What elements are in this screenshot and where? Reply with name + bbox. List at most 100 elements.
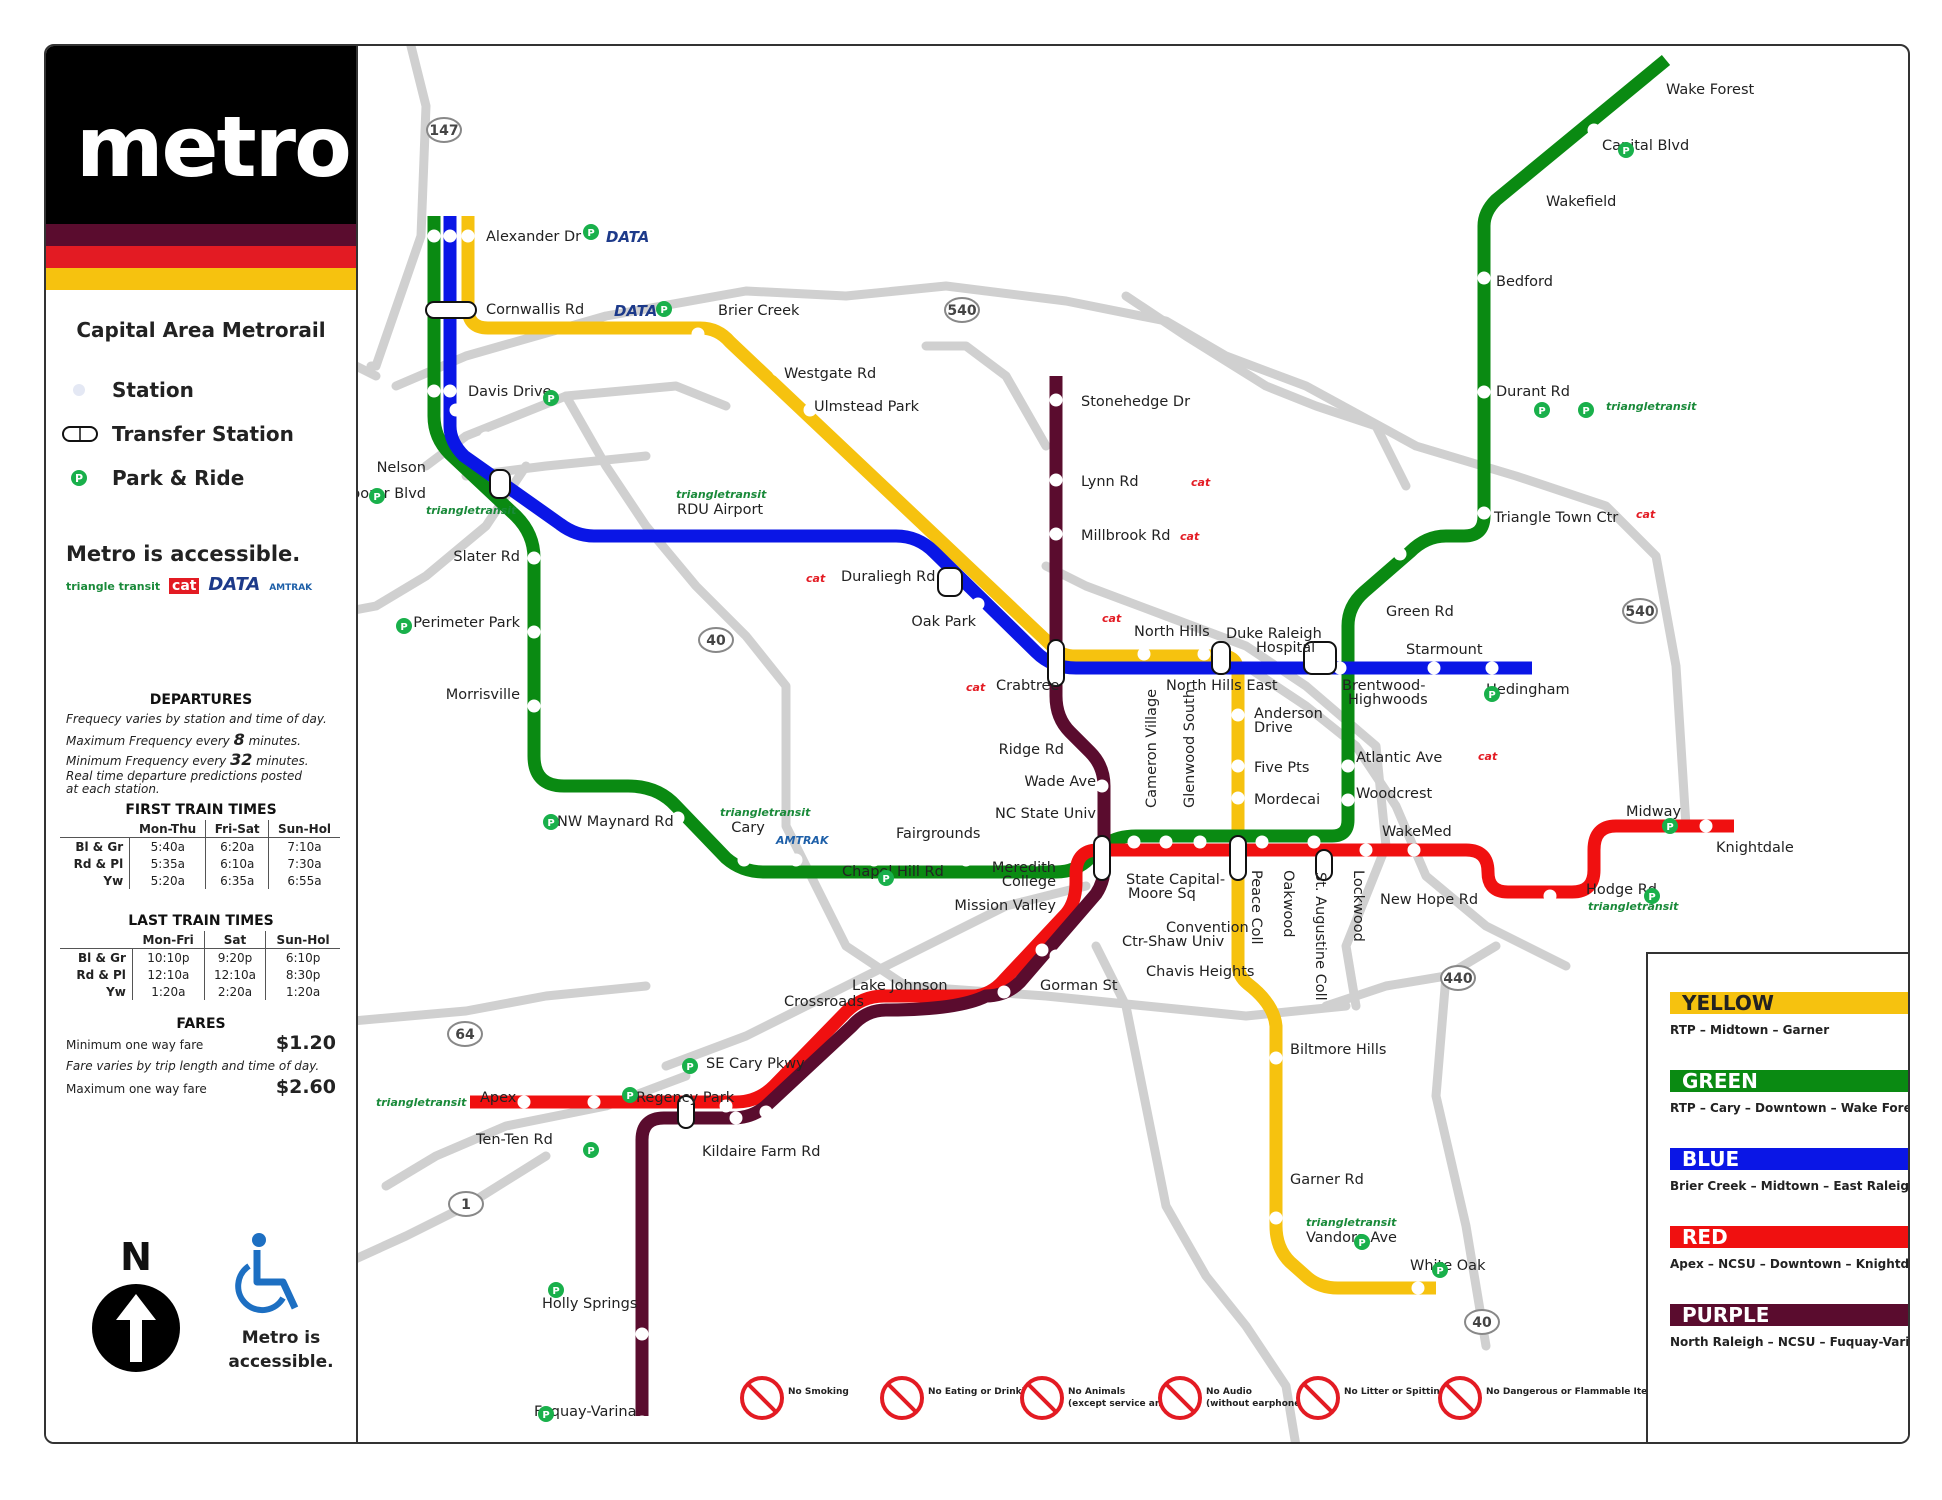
station-dot[interactable]	[1049, 393, 1063, 407]
station-dot[interactable]	[1197, 647, 1211, 661]
station-dot[interactable]	[635, 1327, 649, 1341]
station-dot[interactable]	[789, 853, 803, 867]
table-cell: Bl & Gr	[60, 948, 133, 966]
park-ride-icon: P	[1644, 888, 1660, 904]
station-dot[interactable]	[1359, 843, 1373, 857]
road-shield: 147	[426, 117, 462, 143]
station-dot[interactable]	[443, 229, 457, 243]
station-dot[interactable]	[719, 1099, 733, 1113]
station-dot[interactable]	[959, 515, 973, 529]
transfer-station[interactable]	[677, 1095, 695, 1129]
sidebar: metro Capital Area Metrorail Station Tra…	[46, 46, 358, 1442]
station-dot[interactable]	[527, 551, 541, 565]
station-dot[interactable]	[1485, 661, 1499, 675]
station-dot[interactable]	[997, 985, 1011, 999]
station-dot[interactable]	[479, 431, 493, 445]
station-dot[interactable]	[1341, 759, 1355, 773]
station-dot[interactable]	[771, 363, 785, 377]
station-dot[interactable]	[443, 384, 457, 398]
station-dot[interactable]	[1019, 527, 1033, 541]
station-dot[interactable]	[1095, 779, 1109, 793]
station-dot[interactable]	[959, 853, 973, 867]
station-dot[interactable]	[1393, 547, 1407, 561]
table-cell: Bl & Gr	[60, 837, 131, 855]
station-dot[interactable]	[1035, 943, 1049, 957]
station-dot[interactable]	[1049, 527, 1063, 541]
transfer-station[interactable]	[1093, 835, 1111, 881]
station-dot[interactable]	[1629, 877, 1643, 891]
station-dot[interactable]	[971, 597, 985, 611]
table-cell: 1:20a	[132, 983, 205, 1000]
station-dot[interactable]	[1127, 835, 1141, 849]
station-dot[interactable]	[1069, 621, 1083, 635]
station-dot[interactable]	[1255, 835, 1269, 849]
transfer-station[interactable]	[1047, 639, 1065, 687]
station-dot[interactable]	[527, 625, 541, 639]
station-dot[interactable]	[635, 1415, 649, 1429]
station-dot[interactable]	[1411, 1281, 1425, 1295]
triangletransit-badge: triangletransit	[1306, 1216, 1397, 1229]
station-dot[interactable]	[1477, 271, 1491, 285]
station-dot[interactable]	[817, 1063, 831, 1077]
svg-text:P: P	[882, 874, 889, 885]
station-dot[interactable]	[691, 327, 705, 341]
transfer-station[interactable]	[489, 469, 511, 499]
station-dot[interactable]	[1137, 647, 1151, 661]
station-dot[interactable]	[1049, 729, 1063, 743]
station-dot[interactable]	[1177, 1359, 1191, 1373]
wheelchair-icon	[221, 1226, 321, 1330]
station-dot[interactable]	[1253, 959, 1267, 973]
station-dot[interactable]	[587, 1095, 601, 1109]
transfer-station[interactable]	[1303, 641, 1337, 675]
station-dot[interactable]	[1231, 759, 1245, 773]
svg-text:(without earphones): (without earphones)	[1206, 1399, 1310, 1409]
station-dot[interactable]	[1269, 1211, 1283, 1225]
station-label: Lockwood	[1350, 870, 1366, 942]
station-dot[interactable]	[1049, 949, 1063, 963]
station-dot[interactable]	[1193, 835, 1207, 849]
station-dot[interactable]	[1159, 835, 1173, 849]
station-dot[interactable]	[1341, 793, 1355, 807]
station-dot[interactable]	[711, 1131, 725, 1145]
station-dot[interactable]	[427, 229, 441, 243]
station-dot[interactable]	[427, 384, 441, 398]
transfer-station[interactable]	[1315, 849, 1333, 881]
station-dot[interactable]	[527, 699, 541, 713]
station-label: Wakefield	[1546, 194, 1616, 210]
station-dot[interactable]	[1477, 506, 1491, 520]
park-ride-icon: P	[1618, 142, 1634, 158]
transfer-station[interactable]	[425, 301, 477, 319]
station-dot[interactable]	[1029, 853, 1043, 867]
rule-icon: No Eating or Drinking	[880, 1376, 1038, 1420]
station-dot[interactable]	[867, 853, 881, 867]
station-dot[interactable]	[1543, 889, 1557, 903]
station-dot[interactable]	[803, 403, 817, 417]
station-label: Regency Park	[636, 1090, 735, 1106]
park-ride-icon: P	[543, 814, 559, 830]
transfer-station[interactable]	[937, 567, 963, 597]
station-dot[interactable]	[671, 811, 685, 825]
station-dot[interactable]	[1587, 123, 1601, 137]
transfer-station[interactable]	[1229, 835, 1247, 881]
col-header: Sat	[204, 931, 267, 949]
station-dot[interactable]	[729, 1111, 743, 1125]
station-dot[interactable]	[1307, 835, 1321, 849]
transfer-station[interactable]	[1211, 641, 1231, 675]
station-dot[interactable]	[517, 1095, 531, 1109]
station-dot[interactable]	[737, 853, 751, 867]
station-dot[interactable]	[1407, 843, 1421, 857]
station-dot[interactable]	[461, 229, 475, 243]
station-dot[interactable]	[835, 1055, 849, 1069]
station-dot[interactable]	[1699, 819, 1713, 833]
station-label: Mordecai	[1254, 792, 1320, 808]
station-dot[interactable]	[1269, 1051, 1283, 1065]
station-dot[interactable]	[449, 403, 463, 417]
station-dot[interactable]	[759, 1105, 773, 1119]
station-dot[interactable]	[1231, 708, 1245, 722]
station-dot[interactable]	[1477, 385, 1491, 399]
station-dot[interactable]	[1049, 473, 1063, 487]
station-dot[interactable]	[1527, 181, 1541, 195]
station-dot[interactable]	[1231, 791, 1245, 805]
departures-title: DEPARTURES	[149, 692, 253, 708]
station-dot[interactable]	[1427, 661, 1441, 675]
